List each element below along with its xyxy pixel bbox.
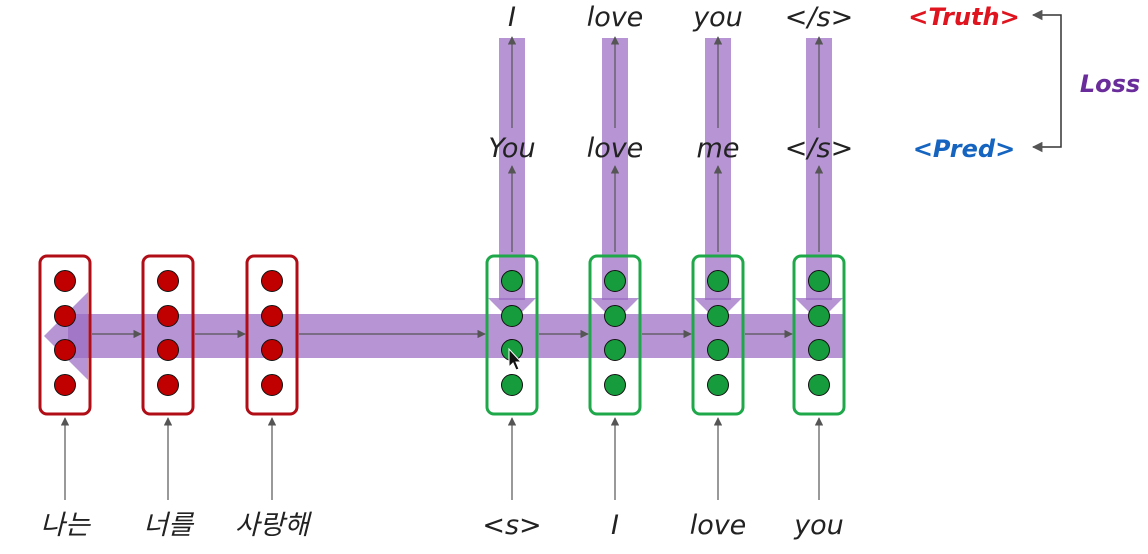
decoder-cell-2-neuron-1 — [604, 270, 626, 292]
encoder-cell-2-neuron-4 — [157, 374, 179, 396]
encoder-cell-2 — [141, 254, 195, 416]
decoder-cell-3-neuron-3 — [707, 339, 729, 361]
loss-label: Loss — [1080, 70, 1140, 98]
decoder-input-3: love — [690, 510, 747, 541]
encoder-cell-3-neuron-1 — [261, 270, 283, 292]
decoder-cell-3-neuron-2 — [707, 305, 729, 327]
decoder-input-2: I — [611, 510, 619, 541]
prediction-1: You — [488, 133, 535, 164]
decoder-cell-4-neuron-3 — [808, 339, 830, 361]
target-4: </s> — [785, 2, 853, 33]
encoder-cell-2-neuron-3 — [157, 339, 179, 361]
decoder-cell-1-neuron-2 — [501, 305, 523, 327]
target-2: love — [587, 2, 644, 33]
rnn-cells — [38, 254, 846, 416]
encoder-cell-1-neuron-1 — [54, 270, 76, 292]
target-3: you — [692, 2, 743, 33]
prediction-2: love — [587, 133, 644, 164]
gradient-flow-overlay — [44, 38, 844, 380]
decoder-input-4: you — [793, 510, 844, 541]
decoder-cell-2-neuron-4 — [604, 374, 626, 396]
encoder-cell-3-neuron-3 — [261, 339, 283, 361]
encoder-cell-2-neuron-1 — [157, 270, 179, 292]
connection-arrows — [60, 36, 824, 500]
encoder-cell-1-neuron-2 — [54, 305, 76, 327]
truth-label: <Truth> — [908, 3, 1019, 31]
prediction-3: me — [697, 133, 740, 164]
decoder-cell-2-neuron-3 — [604, 339, 626, 361]
encoder-cell-3-neuron-2 — [261, 305, 283, 327]
decoder-cell-1-neuron-4 — [501, 374, 523, 396]
decoder-cell-4-neuron-1 — [808, 270, 830, 292]
encoder-cell-1 — [38, 254, 92, 416]
encoder-cell-1-neuron-3 — [54, 339, 76, 361]
decoder-cell-2 — [588, 254, 642, 416]
prediction-4: </s> — [785, 133, 853, 164]
encoder-cell-2-neuron-2 — [157, 305, 179, 327]
encoder-cell-1-neuron-4 — [54, 374, 76, 396]
decoder-cell-2-neuron-2 — [604, 305, 626, 327]
loss-bracket — [1031, 9, 1062, 153]
cursor-icon — [508, 347, 523, 371]
overlay-left-arrowhead — [44, 292, 88, 380]
target-1: I — [508, 2, 516, 33]
encoder-input-2: 너를 — [143, 510, 195, 541]
decoder-cell-4-neuron-4 — [808, 374, 830, 396]
decoder-cell-1 — [485, 254, 539, 416]
decoder-cell-1-neuron-1 — [501, 270, 523, 292]
decoder-input-1: <s> — [482, 510, 541, 541]
decoder-cell-3-neuron-4 — [707, 374, 729, 396]
encoder-input-1: 나는 — [40, 510, 91, 541]
encoder-input-3: 사랑해 — [235, 510, 313, 541]
pred-label: <Pred> — [913, 135, 1015, 163]
encoder-cell-3-neuron-4 — [261, 374, 283, 396]
decoder-cell-4-neuron-2 — [808, 305, 830, 327]
decoder-cell-4 — [792, 254, 846, 416]
decoder-cell-3 — [691, 254, 745, 416]
encoder-cell-3 — [245, 254, 299, 416]
decoder-cell-3-neuron-1 — [707, 270, 729, 292]
